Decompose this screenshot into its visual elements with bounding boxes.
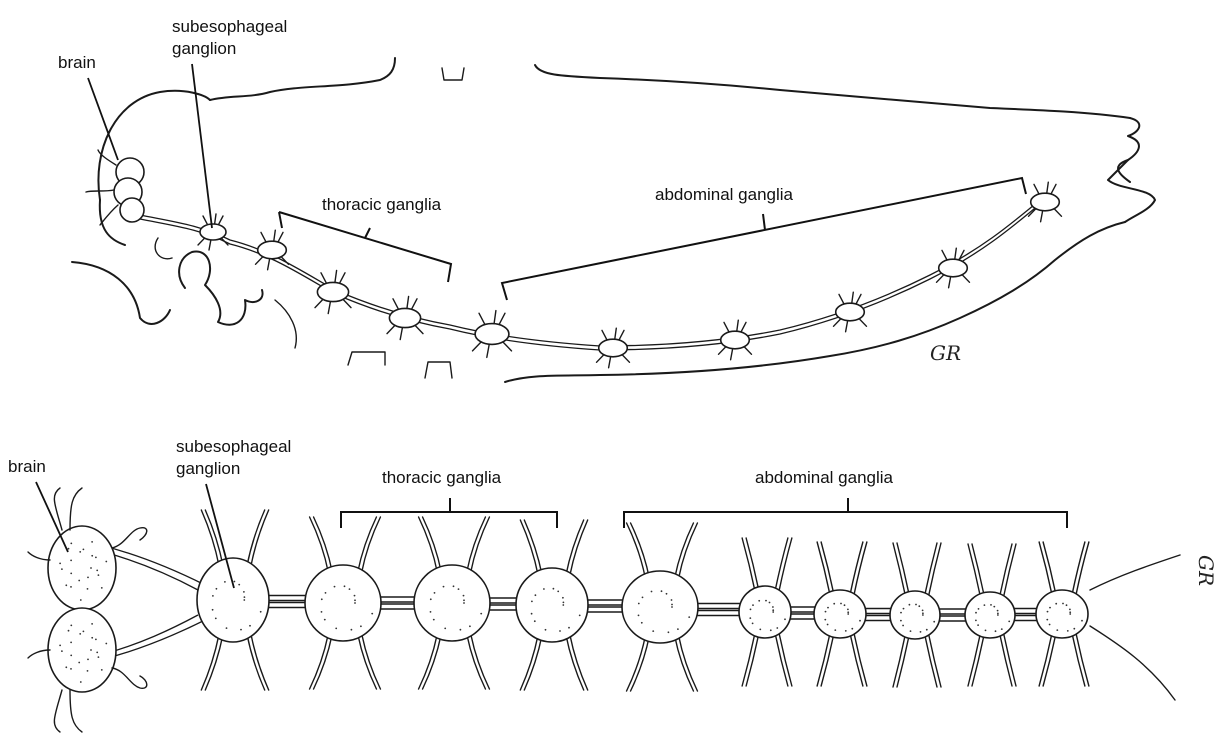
bracket-abdominal-bottom (624, 498, 1067, 528)
thoracic-ganglion-dorsal (305, 517, 381, 689)
body-outline (72, 58, 1155, 382)
abdominal-ganglion-dorsal (965, 544, 1016, 686)
label-thoracic-bottom: thoracic ganglia (382, 468, 502, 487)
abdominal-ganglion-lateral (834, 292, 867, 332)
leader-subesophageal-top (192, 64, 212, 228)
label-subesophageal-bottom-line2: ganglion (176, 459, 240, 478)
label-abdominal-bottom: abdominal ganglia (755, 468, 894, 487)
label-subesophageal-bottom-line1: subesophageal (176, 437, 291, 456)
label-subesophageal-top-line2: ganglion (172, 39, 236, 58)
abdominal-ganglion-lateral (597, 328, 630, 368)
lateral-view-panel: brain subesophageal ganglion thoracic ga… (58, 17, 1155, 382)
thoracic-ganglion-lateral (256, 230, 289, 270)
abdominal-ganglion-dorsal (814, 542, 867, 686)
leader-brain-bottom (36, 482, 68, 552)
artist-signature-bottom: GR (1194, 555, 1218, 586)
abdominal-ganglion-dorsal (890, 543, 941, 687)
abdominal-ganglion-dorsal (1036, 542, 1089, 686)
dorsal-view-panel: brain subesophageal ganglion thoracic ga… (8, 437, 1218, 732)
abdominal-ganglion-dorsal (739, 538, 792, 686)
abdominal-ganglion-dorsal (622, 523, 698, 691)
bracket-thoracic-top (279, 212, 451, 282)
label-brain-bottom: brain (8, 457, 46, 476)
subesophageal-ganglion-lateral (198, 214, 228, 250)
thoracic-ganglion-dorsal (516, 520, 588, 690)
label-subesophageal-top-line1: subesophageal (172, 17, 287, 36)
abdominal-ganglion-lateral (937, 248, 970, 288)
brain-dorsal (28, 488, 147, 732)
bottom-ganglia-group (59, 510, 1089, 691)
label-brain-top: brain (58, 53, 96, 72)
abdominal-ganglion-lateral (473, 311, 512, 358)
thoracic-ganglion-lateral (315, 270, 351, 313)
brain-lateral (86, 150, 144, 225)
label-thoracic-top: thoracic ganglia (322, 195, 442, 214)
label-abdominal-top: abdominal ganglia (655, 185, 794, 204)
thoracic-ganglion-dorsal (414, 517, 490, 689)
thoracic-ganglion-lateral (387, 296, 423, 339)
abdominal-ganglion-lateral (719, 320, 752, 360)
abdominal-ganglion-lateral (1029, 182, 1062, 222)
artist-signature-top: GR (930, 341, 961, 365)
subesophageal-ganglion-dorsal (197, 510, 269, 690)
